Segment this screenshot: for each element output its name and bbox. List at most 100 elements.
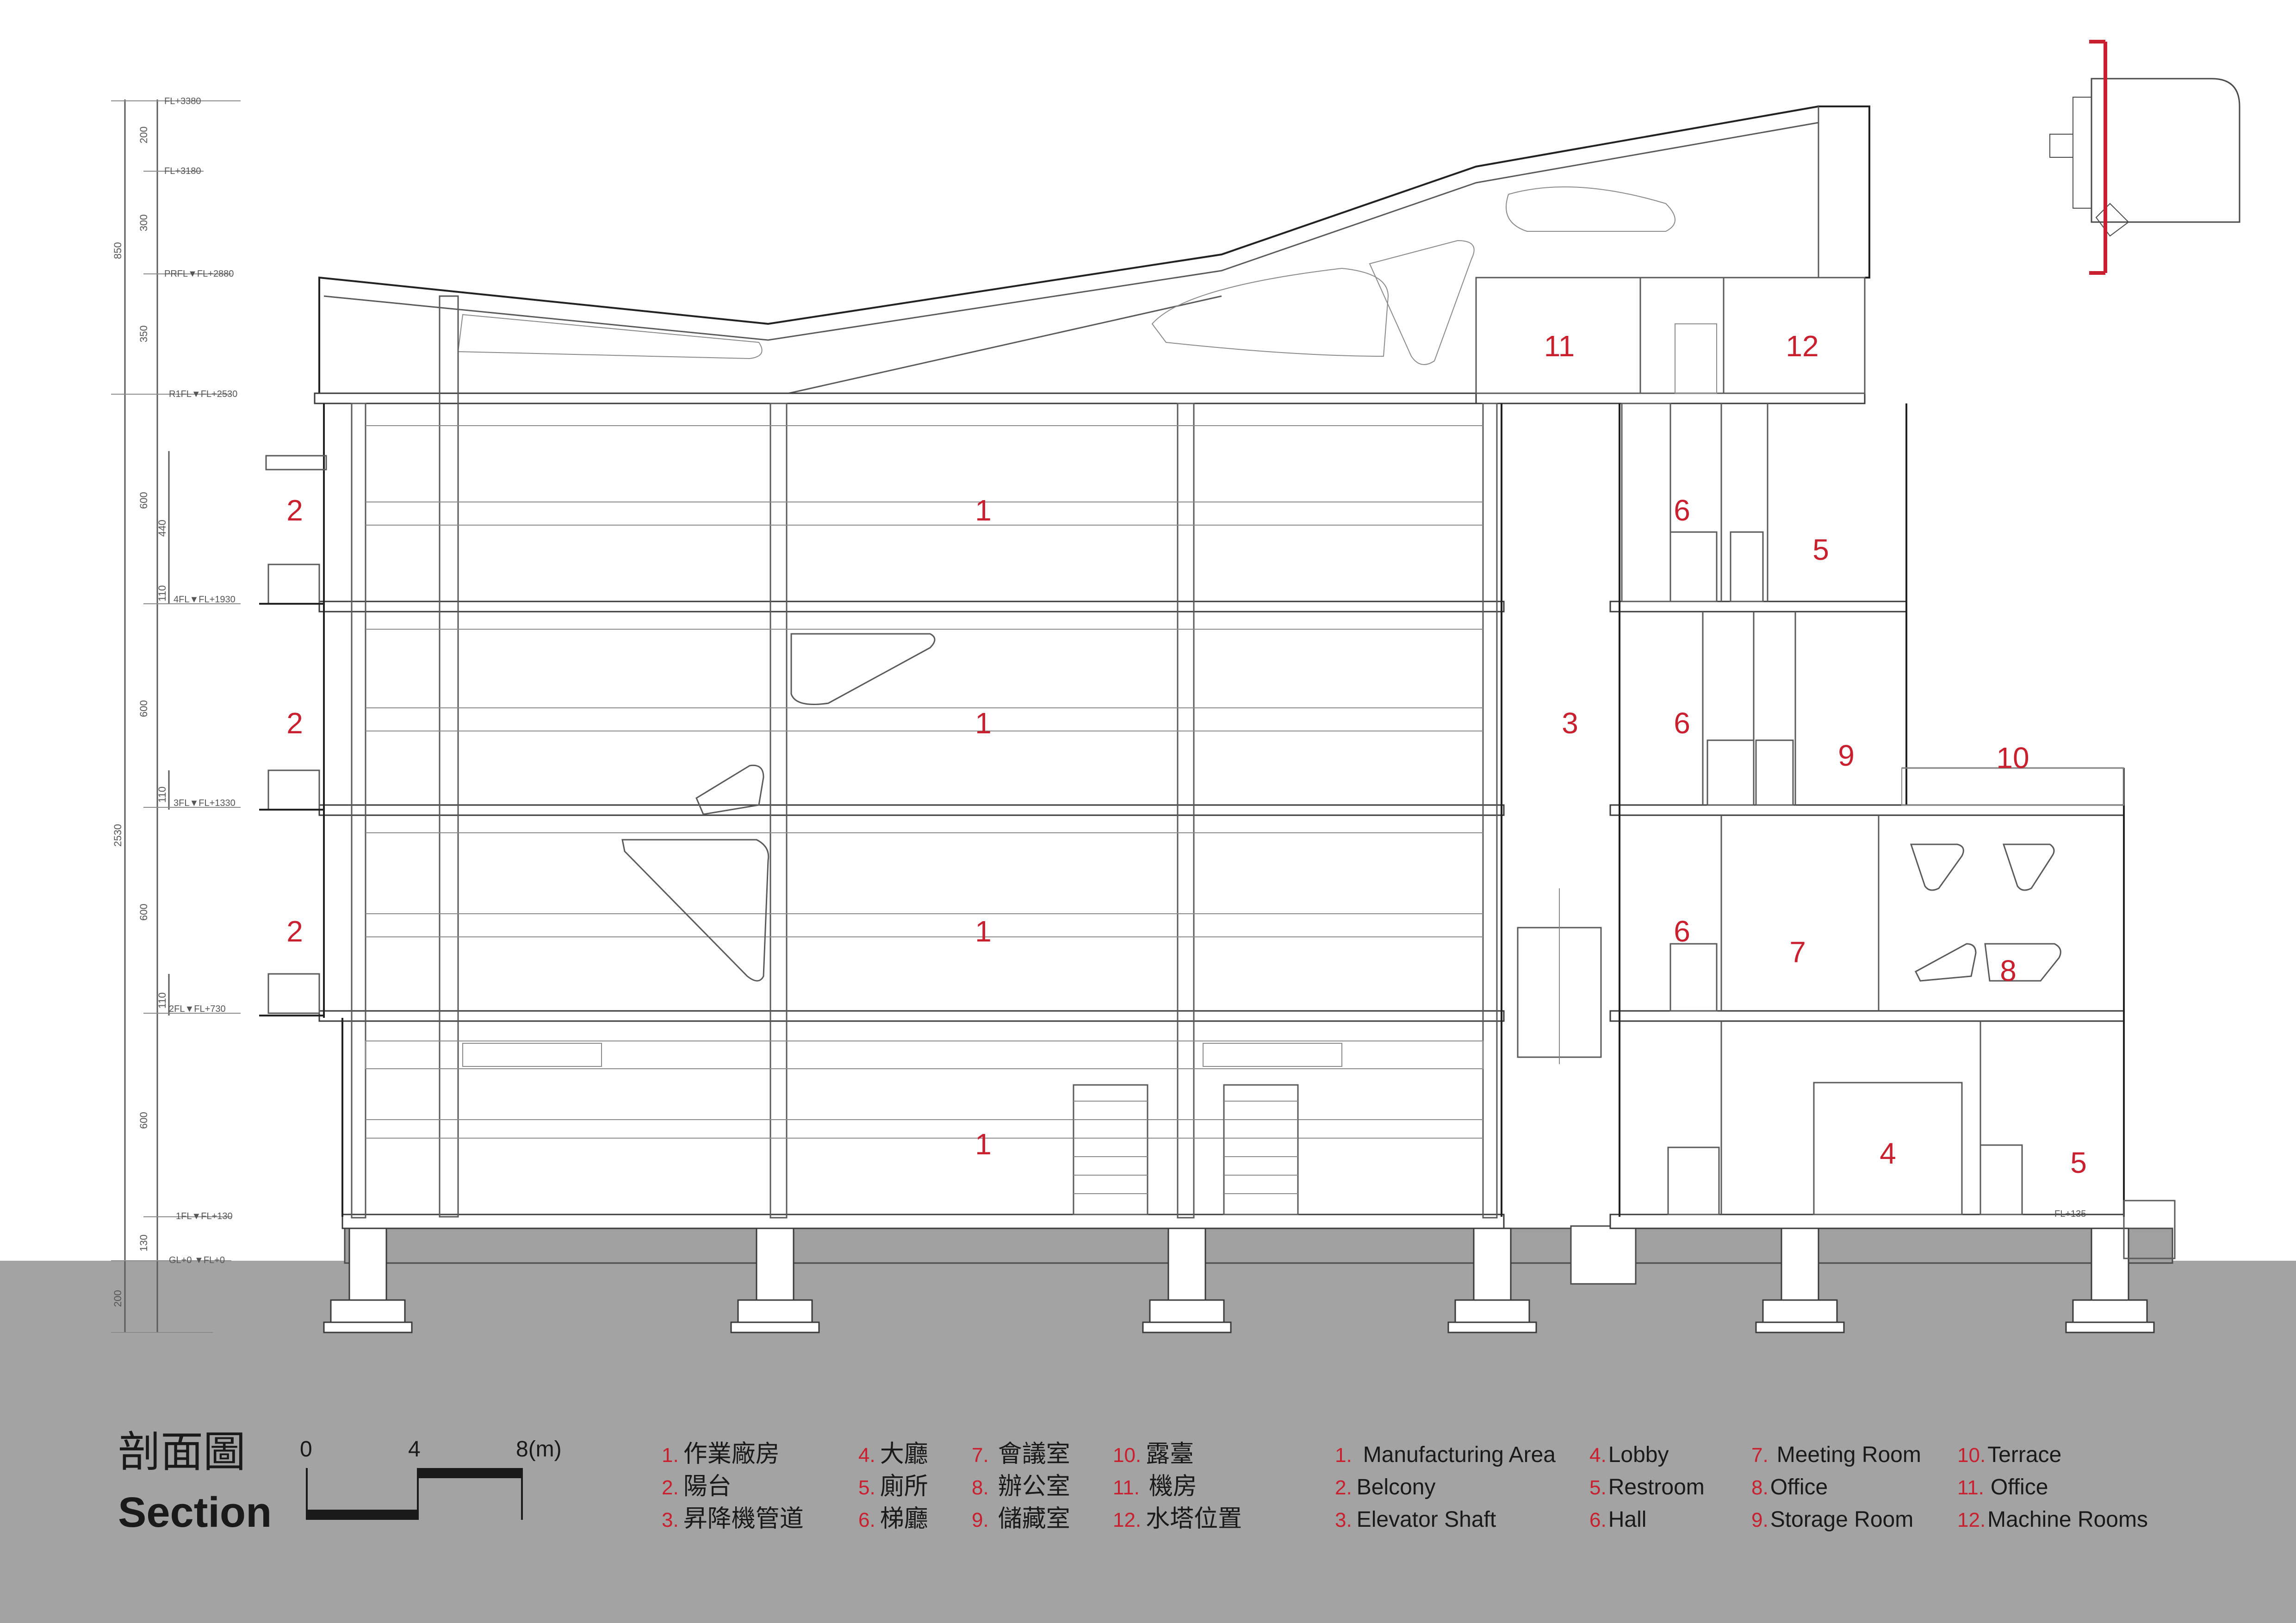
- title-en: Section: [118, 1489, 272, 1536]
- level-fl3380: FL+3380: [164, 96, 201, 106]
- legend-zh-text: 水塔位置: [1146, 1505, 1242, 1532]
- svg-text:7.Meeting Room: 7. Meeting Room: [1751, 1443, 1921, 1467]
- legend-en-num: 7.: [1751, 1444, 1769, 1467]
- room-label: 6: [1674, 706, 1690, 740]
- svg-text:9.Storage Room: 9.Storage Room: [1751, 1507, 1913, 1532]
- legend-zh-num: 8.: [972, 1476, 989, 1499]
- svg-text:3.Elevator Shaft: 3.Elevator Shaft: [1335, 1507, 1496, 1532]
- svg-text:6.Hall: 6.Hall: [1589, 1507, 1646, 1532]
- room-label: 8: [2000, 954, 2017, 987]
- legend-en-text: Meeting Room: [1777, 1443, 1921, 1467]
- legend-en: 1.Manufacturing Area 2.Belcony 3.Elevato…: [1335, 1443, 2148, 1532]
- legend-en-num: 3.: [1335, 1509, 1352, 1531]
- level-r1fl: R1FL▼FL+2530: [169, 389, 237, 399]
- legend-zh-text: 儲藏室: [998, 1505, 1070, 1532]
- legend-en-text: Terrace: [1987, 1443, 2061, 1467]
- legend-zh-text: 廁所: [880, 1473, 928, 1500]
- room-label: 11: [1544, 329, 1575, 363]
- level-fl3180: FL+3180: [164, 166, 201, 176]
- dim-130: 130: [138, 1234, 149, 1251]
- dim-850: 850: [112, 242, 124, 259]
- dim-350: 350: [138, 325, 149, 342]
- room-label: 1: [975, 706, 992, 740]
- legend-zh-num: 9.: [972, 1509, 989, 1531]
- dim-600-2fl: 600: [138, 904, 149, 921]
- legend-zh-num: 11.: [1113, 1476, 1140, 1499]
- level-2fl: 2FL▼FL+730: [169, 1004, 226, 1014]
- building-section: [259, 105, 2176, 1259]
- room-label: 3: [1562, 706, 1578, 740]
- room-label: 1: [975, 915, 992, 948]
- room-label: 1: [975, 1127, 992, 1161]
- legend-en-num: 8.: [1751, 1476, 1769, 1499]
- room-label: 12: [1786, 329, 1818, 363]
- legend-en-text: Restroom: [1608, 1475, 1705, 1499]
- room-label: 9: [1838, 739, 1855, 772]
- room-label: 1: [975, 494, 992, 527]
- room-label: 2: [286, 706, 303, 740]
- dim-200-top: 200: [138, 126, 149, 143]
- legend-en-text: Hall: [1608, 1507, 1647, 1532]
- dim-200-bottom: 200: [112, 1290, 124, 1307]
- svg-text:8.辦公室: 8. 辦公室: [972, 1473, 1070, 1500]
- legend-en-num: 12.: [1957, 1509, 1986, 1531]
- legend-zh: 1.作業廠房 2.陽台 3.昇降機管道 4.大廳 5.廁所 6.梯廳 7.會議室…: [662, 1441, 1242, 1532]
- legend-en-num: 1.: [1335, 1444, 1352, 1467]
- legend-zh-num: 4.: [858, 1444, 875, 1467]
- legend-zh-text: 辦公室: [998, 1473, 1070, 1500]
- legend-zh-num: 2.: [662, 1476, 679, 1499]
- svg-text:6.梯廳: 6.梯廳: [858, 1505, 928, 1532]
- room-label: 7: [1789, 935, 1806, 969]
- svg-text:1.作業廠房: 1.作業廠房: [662, 1441, 780, 1468]
- legend-en-text: Office: [1991, 1475, 2048, 1499]
- svg-text:7.會議室: 7.會議室: [972, 1441, 1070, 1468]
- svg-text:10.Terrace: 10.Terrace: [1957, 1443, 2061, 1467]
- svg-text:5.Restroom: 5.Restroom: [1589, 1475, 1705, 1499]
- key-plan: [2049, 40, 2240, 275]
- dim-600-4fl: 600: [138, 492, 149, 509]
- legend-zh-text: 機房: [1149, 1473, 1197, 1500]
- legend-zh-text: 陽台: [683, 1473, 732, 1500]
- legend-zh-num: 6.: [858, 1509, 875, 1531]
- footings: [323, 1227, 2155, 1333]
- room-label: 5: [2070, 1146, 2087, 1179]
- room-label: 2: [286, 915, 303, 948]
- sheet-title: 剖面圖 Section: [118, 1429, 272, 1536]
- legend-zh-num: 7.: [972, 1444, 989, 1467]
- svg-text:12.水塔位置: 12.水塔位置: [1113, 1505, 1242, 1532]
- room-label: 4: [1880, 1137, 1896, 1170]
- legend-en-text: Office: [1770, 1475, 1828, 1499]
- svg-text:12.Machine Rooms: 12.Machine Rooms: [1957, 1507, 2148, 1532]
- dim-600-1fl: 600: [138, 1112, 149, 1129]
- dim-110-3fl: 110: [156, 787, 168, 803]
- level-dimension-column: [111, 99, 241, 1333]
- legend-zh-text: 露臺: [1146, 1441, 1194, 1468]
- svg-text:9.儲藏室: 9. 儲藏室: [972, 1505, 1070, 1532]
- scale-label-8m: 8(m): [516, 1437, 562, 1462]
- legend-zh-num: 12.: [1113, 1509, 1141, 1531]
- legend-en-text: Lobby: [1608, 1443, 1669, 1467]
- dim-440: 440: [156, 520, 168, 537]
- svg-text:10.露臺: 10.露臺: [1113, 1441, 1194, 1468]
- level-labels: FL+3380 FL+3180 PRFL▼FL+2880 R1FL▼FL+253…: [164, 96, 2086, 1265]
- legend-zh-text: 作業廠房: [683, 1441, 780, 1468]
- svg-text:3.昇降機管道: 3.昇降機管道: [662, 1505, 804, 1532]
- dim-110-4fl: 110: [156, 585, 168, 601]
- level-gl: GL+0 ▼FL+0: [169, 1255, 225, 1265]
- room-label: 10: [1996, 741, 2029, 774]
- svg-text:8.Office: 8.Office: [1751, 1475, 1828, 1499]
- scale-label-4: 4: [408, 1437, 421, 1462]
- dim-300: 300: [138, 214, 149, 231]
- room-label: 5: [1812, 533, 1829, 566]
- legend-en-num: 11.: [1957, 1476, 1984, 1499]
- rolling-doors: [1073, 1084, 1299, 1215]
- svg-text:4.大廳: 4.大廳: [858, 1441, 928, 1468]
- ground-slab: [344, 1227, 2173, 1264]
- legend-en-text: Belcony: [1357, 1475, 1436, 1499]
- legend-en-num: 9.: [1751, 1509, 1769, 1531]
- dim-110-2fl: 110: [156, 992, 168, 1009]
- legend-en-num: 4.: [1589, 1444, 1607, 1467]
- svg-text:4.Lobby: 4.Lobby: [1589, 1443, 1669, 1467]
- dim-2530: 2530: [112, 824, 124, 847]
